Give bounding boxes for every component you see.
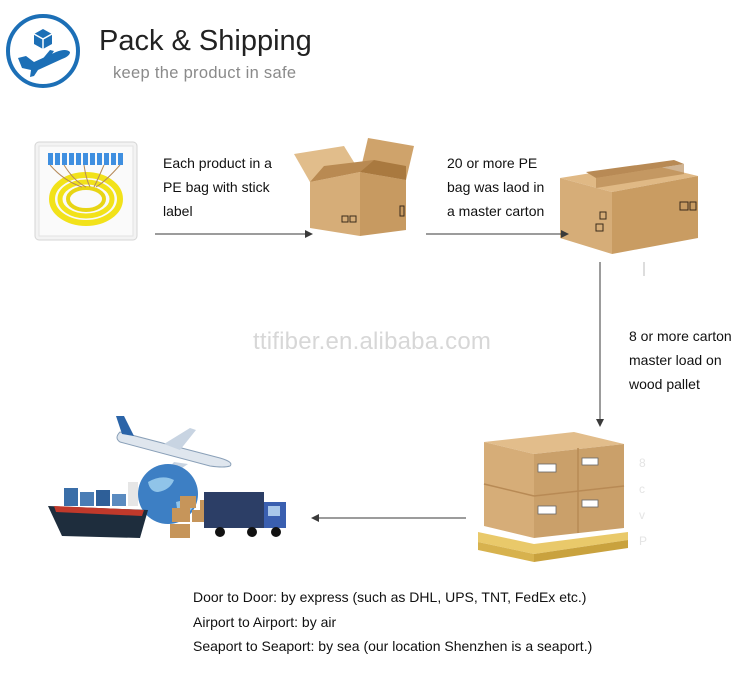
step1-line: Each product in a bbox=[163, 155, 272, 171]
step2-line: bag was laod in bbox=[447, 179, 545, 195]
cargo-ship-icon bbox=[48, 482, 148, 538]
open-carton-image bbox=[288, 132, 418, 244]
page-title: Pack & Shipping bbox=[99, 25, 312, 57]
fiber-pigtails-bag-image bbox=[34, 141, 138, 241]
step2-description: 20 or more PE bag was laod in a master c… bbox=[447, 151, 544, 223]
shipping-method-air: Airport to Airport: by air bbox=[193, 613, 337, 630]
box-airplane-logo-icon bbox=[4, 12, 82, 90]
master-carton-image bbox=[556, 142, 702, 258]
page-subtitle: keep the product in safe bbox=[113, 64, 297, 82]
shipping-method-sea: Seaport to Seaport: by sea (our location… bbox=[193, 638, 593, 654]
shipping-methods-list: Door to Door: by express (such as DHL, U… bbox=[193, 585, 592, 659]
step1-line: label bbox=[163, 203, 193, 219]
step2-line: 20 or more PE bbox=[447, 155, 538, 171]
shipping-method-express: Door to Door: by express (such as DHL, U… bbox=[193, 589, 587, 605]
step3-description: 8 or more carton master load on wood pal… bbox=[629, 324, 732, 396]
step1-line: PE bag with stick bbox=[163, 179, 270, 195]
step3-line: wood pallet bbox=[629, 376, 700, 392]
truck-icon bbox=[204, 492, 286, 537]
step3-line: master load on bbox=[629, 352, 722, 368]
pallet-cartons-image bbox=[478, 428, 628, 564]
step2-line: a master carton bbox=[447, 203, 545, 219]
step1-description: Each product in a PE bag with stick labe… bbox=[163, 151, 272, 223]
step3-line: 8 or more carton bbox=[629, 328, 732, 344]
watermark: ttifiber.en.alibaba.com bbox=[253, 328, 492, 355]
logistics-transport-image bbox=[44, 410, 300, 570]
